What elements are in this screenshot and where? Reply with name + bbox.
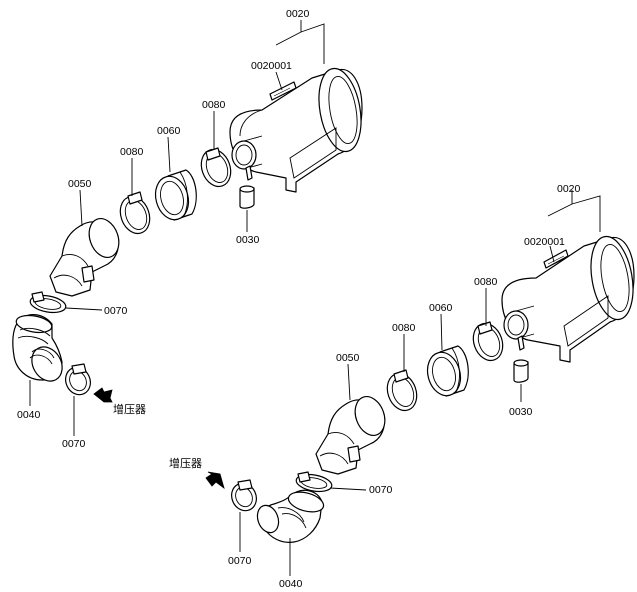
elbow-0050-top [49, 218, 120, 297]
label-0070-upper-top: 0070 [104, 305, 128, 317]
label-0050-top: 0050 [68, 178, 92, 190]
filter-label-plate-top [269, 81, 297, 101]
label-0030-top: 0030 [236, 234, 260, 246]
clamp-0080-right-top [200, 147, 232, 188]
turbo-arrow-top [93, 387, 113, 403]
clamp-0080-left-bottom [386, 369, 418, 412]
label-turbo-top: 增压器 [113, 402, 146, 416]
hose-0060-top [154, 169, 197, 221]
label-0050-bottom: 0050 [336, 352, 360, 364]
hose-0060-bottom [426, 345, 469, 397]
label-0040-top: 0040 [17, 409, 41, 421]
label-0080-left-bottom: 0080 [392, 322, 416, 334]
clamp-0070-upper-top [29, 291, 67, 314]
clamp-0080-right-bottom [472, 321, 504, 362]
drain-valve-bottom [513, 359, 529, 383]
label-0060-bottom: 0060 [429, 302, 453, 314]
label-0070-upper-bottom: 0070 [369, 484, 393, 496]
label-0060-top: 0060 [157, 125, 181, 137]
label-0080-left-top: 0080 [120, 146, 144, 158]
hose-0040-bottom [256, 489, 325, 543]
clamp-0070-upper-bottom [295, 471, 333, 493]
clamp-0070-lower-bottom [231, 479, 257, 512]
label-0070-lower-bottom: 0070 [228, 555, 252, 567]
label-0080-right-bottom: 0080 [474, 276, 498, 288]
clamp-0080-left-top [119, 191, 151, 235]
leader-lines-bottom [239, 190, 601, 576]
label-turbo-bottom: 增压器 [169, 456, 202, 470]
clamp-0070-lower-top [65, 363, 91, 396]
leader-lines-top [29, 20, 325, 436]
label-0020001-bottom: 0020001 [524, 236, 565, 248]
label-0080-right-top: 0080 [202, 99, 226, 111]
assembly-top [12, 20, 363, 436]
label-0030-bottom: 0030 [509, 406, 533, 418]
turbo-arrow-bottom [205, 471, 225, 490]
label-0020-bottom: 0020 [557, 183, 581, 195]
label-0020001-top: 0020001 [251, 60, 292, 72]
drain-valve-top [239, 185, 255, 209]
air-filter-housing-top [229, 67, 363, 193]
label-0020-top: 0020 [286, 8, 310, 20]
label-0040-bottom: 0040 [279, 578, 303, 590]
air-filter-housing-bottom [501, 235, 635, 363]
hose-0040-top [12, 314, 63, 382]
filter-label-plate-bottom [543, 249, 569, 269]
label-0070-lower-top: 0070 [62, 438, 86, 450]
text-labels: 0020 0020001 0080 0060 0080 0030 0050 00… [17, 8, 581, 590]
assembly-bottom [205, 190, 635, 576]
elbow-0050-bottom [315, 396, 386, 475]
